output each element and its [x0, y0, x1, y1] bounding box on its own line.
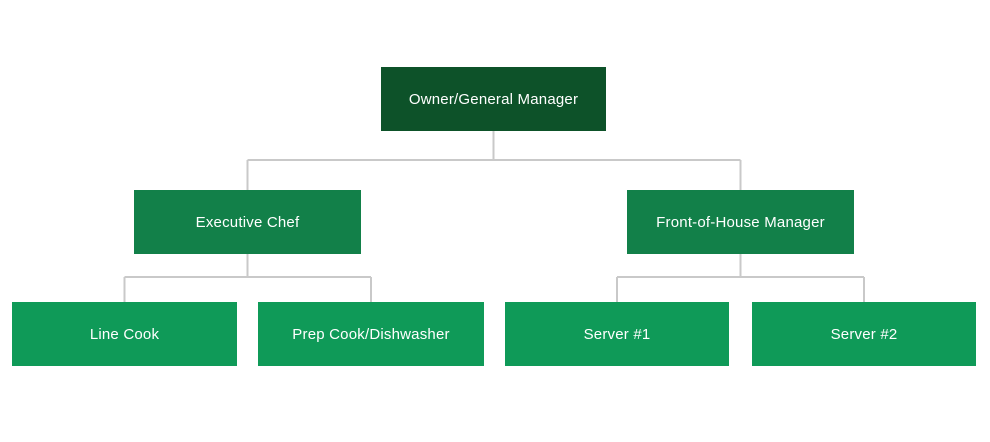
node-label: Owner/General Manager: [408, 90, 579, 108]
node-label: Line Cook: [89, 325, 160, 343]
node-label: Front-of-House Manager: [656, 213, 825, 231]
node-prep-cook-dishwasher: Prep Cook/Dishwasher: [258, 302, 484, 366]
node-front-of-house-manager: Front-of-House Manager: [627, 190, 854, 254]
node-label: Executive Chef: [195, 213, 300, 231]
node-server-1: Server #1: [505, 302, 729, 366]
node-label: Prep Cook/Dishwasher: [292, 325, 450, 343]
node-line-cook: Line Cook: [12, 302, 237, 366]
node-executive-chef: Executive Chef: [134, 190, 361, 254]
node-label: Server #1: [583, 325, 651, 343]
node-owner-general-manager: Owner/General Manager: [381, 67, 606, 131]
node-server-2: Server #2: [752, 302, 976, 366]
connector-path: [123, 131, 865, 302]
node-label: Server #2: [830, 325, 898, 343]
